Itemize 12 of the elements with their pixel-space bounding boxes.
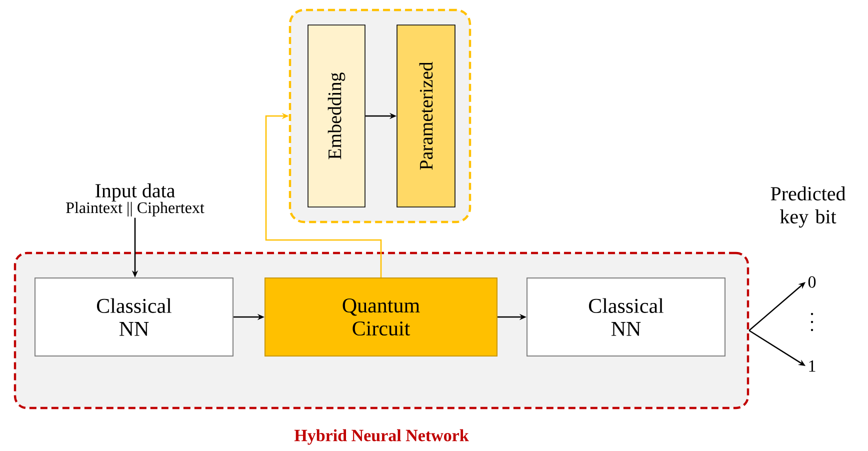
process-box: Embedding <box>308 24 366 208</box>
group-title: Hybrid Neural Network <box>294 429 469 445</box>
heading-text: Input data <box>95 183 175 202</box>
process-box: Parameterized <box>396 24 456 208</box>
arrow <box>265 112 382 278</box>
process-box: Classical NN <box>526 278 726 356</box>
output-heading: Predicted key bit <box>770 186 846 228</box>
output-text: 1 <box>809 360 816 372</box>
process-box: Quantum Circuit <box>264 278 498 356</box>
output-text: 0 <box>808 276 816 288</box>
subheading-text: Plaintext || Ciphertext <box>66 202 204 216</box>
process-box: Classical NN <box>34 278 234 356</box>
